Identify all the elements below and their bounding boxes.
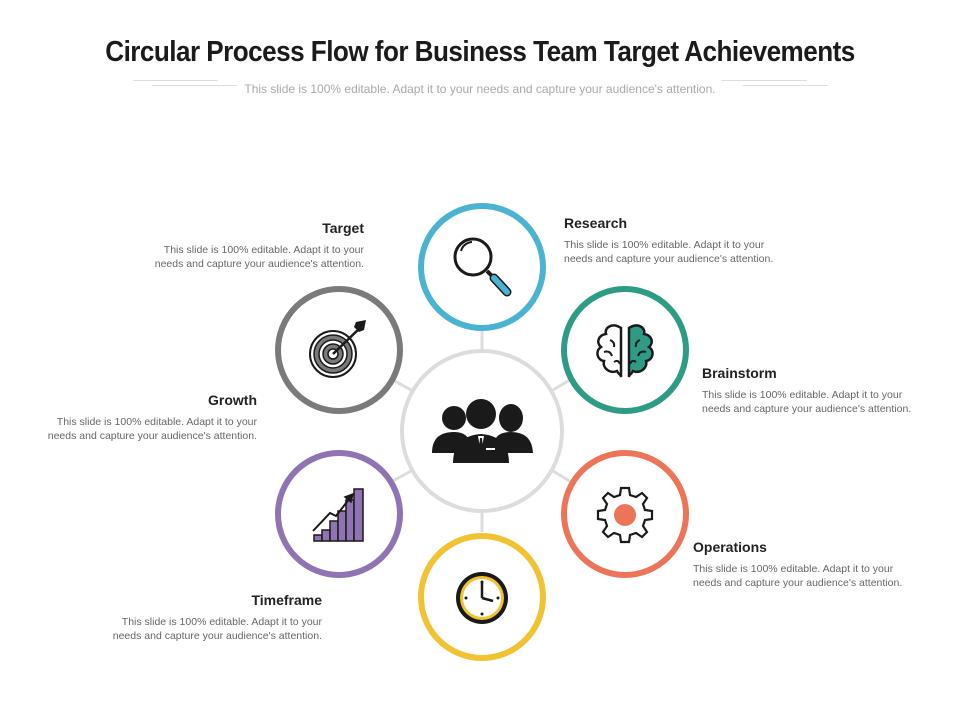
gear-icon xyxy=(596,486,654,544)
desc-growth: This slide is 100% editable. Adapt it to… xyxy=(47,416,257,442)
growth-chart-icon xyxy=(312,488,364,542)
center-hub xyxy=(400,349,564,513)
brain-icon xyxy=(596,324,654,378)
node-brainstorm xyxy=(561,286,689,414)
business-team-icon xyxy=(432,399,533,463)
desc-research: This slide is 100% editable. Adapt it to… xyxy=(564,239,774,265)
page-subtitle: This slide is 100% editable. Adapt it to… xyxy=(244,82,716,96)
magnifier-icon xyxy=(453,237,512,297)
label-brainstorm: Brainstorm xyxy=(702,365,777,381)
label-operations: Operations xyxy=(693,539,767,555)
label-research: Research xyxy=(564,215,628,231)
desc-timeframe: This slide is 100% editable. Adapt it to… xyxy=(112,616,322,642)
label-growth: Growth xyxy=(208,392,257,408)
target-icon xyxy=(309,320,366,378)
node-target xyxy=(275,286,403,414)
desc-brainstorm: This slide is 100% editable. Adapt it to… xyxy=(702,389,912,415)
desc-target: This slide is 100% editable. Adapt it to… xyxy=(154,244,364,270)
node-operations xyxy=(561,450,689,578)
label-timeframe: Timeframe xyxy=(251,592,322,608)
title-divider-left xyxy=(152,85,237,86)
desc-operations: This slide is 100% editable. Adapt it to… xyxy=(693,563,903,589)
node-ring xyxy=(418,203,546,331)
page-title: Circular Process Flow for Business Team … xyxy=(105,36,855,68)
label-target: Target xyxy=(322,220,364,236)
connector-lines xyxy=(392,330,574,532)
clock-icon xyxy=(456,572,508,624)
node-timeframe xyxy=(418,533,546,661)
title-divider-right xyxy=(743,85,828,86)
title-divider-right xyxy=(722,80,807,81)
node-ring xyxy=(561,286,689,414)
node-growth xyxy=(275,450,403,578)
node-research xyxy=(418,203,546,331)
title-divider-left xyxy=(133,80,218,81)
